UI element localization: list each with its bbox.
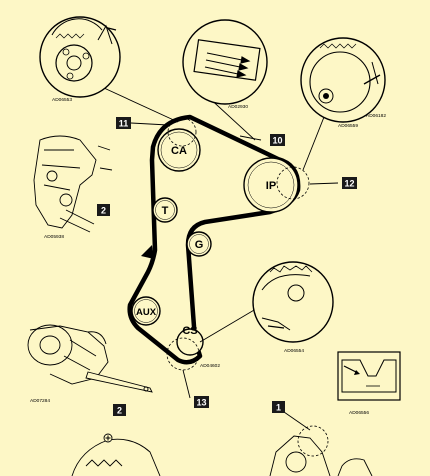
ip-timing-detail: AD06182 AD06559	[300, 37, 386, 129]
callout-1: 1	[272, 401, 285, 413]
crank-label: CS	[182, 325, 197, 337]
rotation-arrow-icon	[141, 245, 154, 259]
engine-left-illustration: AD05938	[33, 135, 113, 240]
ip-detail-code-a: AD06182	[366, 113, 386, 119]
belt-arrows-code: AD02930	[228, 104, 248, 110]
callout-2-bottom: 2	[113, 404, 126, 416]
ip-timing-mark-highlight	[276, 166, 310, 200]
idler-pulley: G	[186, 231, 212, 257]
engine-mark-highlight	[297, 425, 329, 457]
callout-2-left: 2	[97, 204, 110, 216]
crank-timing-detail: AD06554	[252, 261, 334, 354]
tensioner-label: T	[162, 205, 169, 217]
aux-pulley: AUX	[131, 296, 161, 326]
ip-pulley-label: IP	[266, 180, 276, 192]
leader-lines	[103, 87, 339, 431]
callout-1-label: 1	[276, 403, 281, 413]
crank-pulley: CS	[176, 325, 204, 356]
crank-small-code: AD04602	[200, 363, 220, 369]
cam-pulley-label: CA	[171, 145, 187, 157]
tension-gauge-detail: AD06556	[337, 351, 401, 416]
crank-detail-code: AD06554	[284, 348, 304, 354]
callout-2-bottom-label: 2	[117, 406, 122, 416]
cam-detail-code: AD06553	[52, 97, 72, 103]
engine-left-code: AD05938	[44, 234, 64, 240]
idler-label: G	[195, 239, 204, 251]
callout-13: 13	[194, 396, 209, 408]
callout-12-label: 12	[344, 179, 354, 189]
callout-10: 10	[270, 134, 285, 146]
callout-10-label: 10	[272, 136, 282, 146]
reference-marker-icon	[103, 433, 113, 443]
aux-label: AUX	[136, 307, 157, 318]
callout-11: 11	[116, 117, 131, 129]
callout-13-label: 13	[196, 398, 206, 408]
callout-11-label: 11	[119, 119, 129, 129]
tension-gauge-code: AD06556	[349, 410, 369, 416]
callout-12: 12	[342, 177, 357, 189]
crank-tool-code: AD07284	[30, 398, 50, 404]
engine-bottom-illustration	[71, 435, 373, 476]
cam-timing-detail: AD06553	[39, 16, 121, 103]
callout-2-left-label: 2	[101, 206, 106, 216]
cam-timing-mark-highlight	[167, 117, 197, 147]
cam-pulley: CA	[157, 128, 201, 172]
belt-direction-detail: AD02930	[182, 19, 268, 110]
injection-pump-pulley: IP	[243, 157, 299, 213]
ip-detail-code-b: AD06559	[338, 123, 358, 129]
tensioner-pulley: T	[152, 197, 178, 223]
crankshaft-tool-illustration: AD07284	[27, 324, 153, 404]
